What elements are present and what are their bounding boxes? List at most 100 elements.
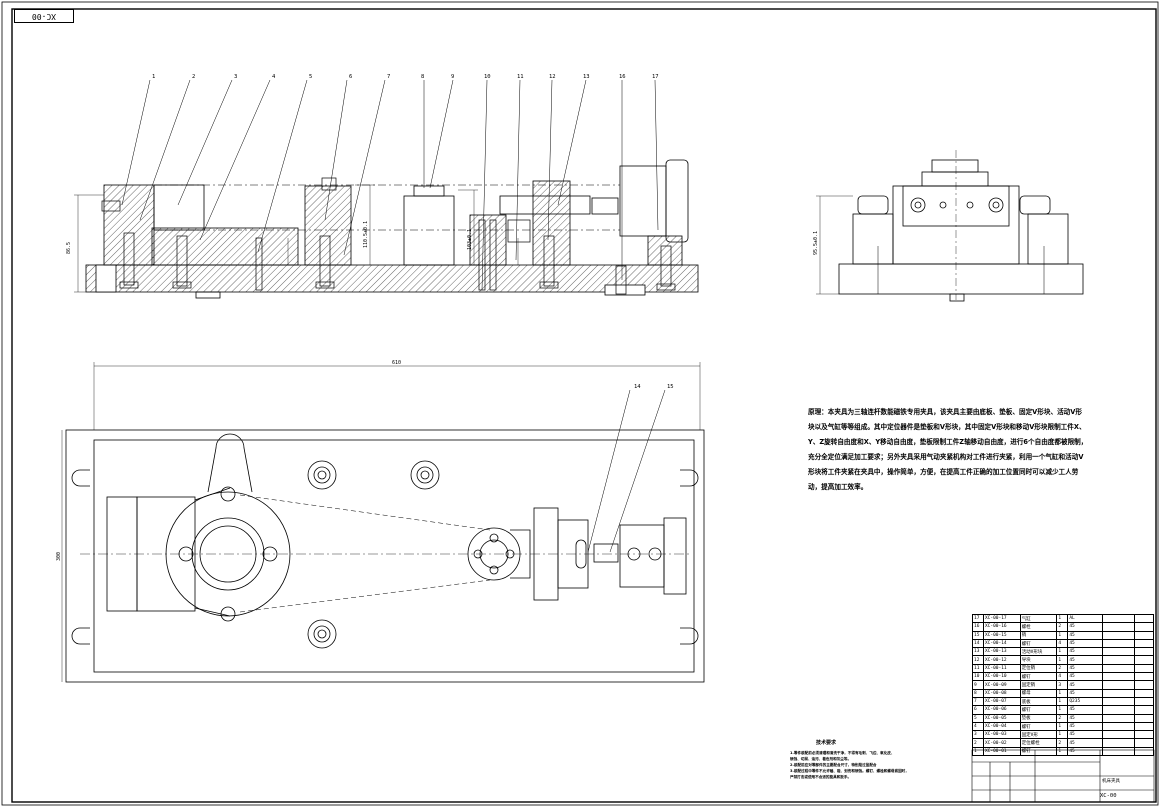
bom-cell <box>1134 647 1154 657</box>
bom-cell: 17 <box>972 613 984 624</box>
bom-cell <box>1101 730 1136 740</box>
bom-cell: 13 <box>972 647 984 657</box>
tech-req-text: 1.零件装配前必须清理和清洗干净，不得有毛刺、飞边、氧化皮、 锈蚀、切屑、油污、… <box>790 750 910 780</box>
bom-cell: 2 <box>1056 713 1069 723</box>
balloon-12: 12 <box>549 74 556 80</box>
balloon-17: 17 <box>652 74 659 80</box>
bom-cell: 6 <box>972 705 984 715</box>
bom-cell: 45 <box>1067 638 1103 649</box>
bom-cell: 45 <box>1067 738 1103 748</box>
bom-cell: XC-00-17 <box>982 613 1021 624</box>
bom-cell: 固定V形 <box>1019 730 1058 740</box>
bom-cell: 2 <box>1056 738 1069 748</box>
tech-req-line: 1.零件装配前必须清理和清洗干净，不得有毛刺、飞边、氧化皮、 <box>790 751 895 755</box>
bom-cell <box>1134 622 1154 632</box>
bom-cell: 45 <box>1067 647 1103 657</box>
balloon-9: 9 <box>451 74 454 80</box>
bom-cell: 5 <box>972 713 984 723</box>
bom-cell: 4 <box>972 721 984 732</box>
tech-req-line: 锈蚀、切屑、油污、着色剂和灰尘等。 <box>790 757 852 761</box>
bom-cell: 1 <box>1056 730 1069 740</box>
bom-cell: 1 <box>1056 655 1069 665</box>
bom-cell <box>1134 721 1154 732</box>
bom-cell: XC-00-04 <box>982 721 1021 732</box>
bom-cell: 螺母 <box>1019 688 1058 698</box>
bom-cell <box>1134 705 1154 715</box>
bom-cell: 气缸 <box>1019 613 1058 624</box>
bom-cell: 45 <box>1067 721 1103 732</box>
bom-cell: XC-00-16 <box>982 622 1021 632</box>
bom-cell <box>1101 630 1136 640</box>
bom-cell: 导块 <box>1019 655 1058 665</box>
bom-cell: 12 <box>972 655 984 665</box>
bom-cell: AL <box>1067 613 1103 624</box>
bom-cell: 螺钉 <box>1019 638 1058 649</box>
bom-cell: 底板 <box>1019 696 1058 707</box>
bom-cell: 螺钉 <box>1019 672 1058 682</box>
bom-cell: 1 <box>1056 647 1069 657</box>
bom-cell: XC-00-09 <box>982 680 1021 690</box>
balloon-2: 2 <box>192 74 195 80</box>
front-section-view <box>74 159 699 299</box>
bom-cell: 7 <box>972 696 984 707</box>
bom-cell: 销 <box>1019 630 1058 640</box>
dim-overall-width: 300 <box>56 552 62 561</box>
bom-cell <box>1101 655 1136 665</box>
dim-front-h2: 110.5±0.1 <box>363 221 369 248</box>
bom-cell: 4 <box>1056 672 1069 682</box>
bom-cell: 45 <box>1067 730 1103 740</box>
bom-cell: 螺栓 <box>1019 622 1058 632</box>
bom-cell <box>1134 680 1154 690</box>
bom-cell <box>1134 672 1154 682</box>
bom-cell: 45 <box>1067 672 1103 682</box>
bom-cell <box>1134 713 1154 723</box>
bom-cell <box>1134 738 1154 748</box>
side-view <box>816 150 1084 302</box>
bom-cell <box>1101 721 1136 732</box>
bom-cell: 2 <box>972 738 984 748</box>
title-block-drawing-no: XC-00 <box>1100 793 1117 799</box>
bom-cell: 垫板 <box>1019 713 1058 723</box>
bom-cell: 8 <box>972 688 984 698</box>
bom-cell <box>1134 663 1154 674</box>
bom-cell: XC-00-15 <box>982 630 1021 640</box>
principle-note: 原理：本夹具为三轴连杆数能磁铁专用夹具，该夹具主要由底板、垫板、固定V形块、活动… <box>808 408 1088 491</box>
bom-cell: 3 <box>1056 680 1069 690</box>
bom-cell: 45 <box>1067 705 1103 715</box>
bom-cell <box>1134 746 1154 757</box>
balloon-4: 4 <box>272 74 276 80</box>
bom-cell: 45 <box>1067 655 1103 665</box>
bom-cell: 14 <box>972 638 984 649</box>
bom-cell: 固定销 <box>1019 680 1058 690</box>
bom-cell: 1 <box>1056 688 1069 698</box>
bom-cell <box>1134 613 1154 624</box>
dim-front-h1: 86.5 <box>66 242 72 254</box>
bom-cell <box>1134 696 1154 707</box>
dim-overall-length: 610 <box>392 360 401 366</box>
balloon-5: 5 <box>309 74 312 80</box>
tech-req-title: 技术要求 <box>816 740 837 746</box>
bom-cell: XC-00-05 <box>982 713 1021 723</box>
bom-cell <box>1101 680 1136 690</box>
bom-cell: 螺钉 <box>1019 705 1058 715</box>
bom-cell: XC-00-11 <box>982 663 1021 674</box>
title-block-name: 机床夹具 <box>1102 779 1120 784</box>
bom-cell: 45 <box>1067 746 1103 757</box>
bom-cell: 11 <box>972 663 984 674</box>
tech-req-line: 3.装配过程中零件不允许磕、碰、划伤和锈蚀。螺钉、螺栓和螺母紧固时，严禁打击或使… <box>790 769 909 779</box>
balloon-15: 15 <box>667 384 674 390</box>
bom-cell: XC-00-12 <box>982 655 1021 665</box>
bom-cell: 1 <box>972 746 984 757</box>
bom-cell: 定位螺栓 <box>1019 738 1058 748</box>
bom-cell: 45 <box>1067 688 1103 698</box>
